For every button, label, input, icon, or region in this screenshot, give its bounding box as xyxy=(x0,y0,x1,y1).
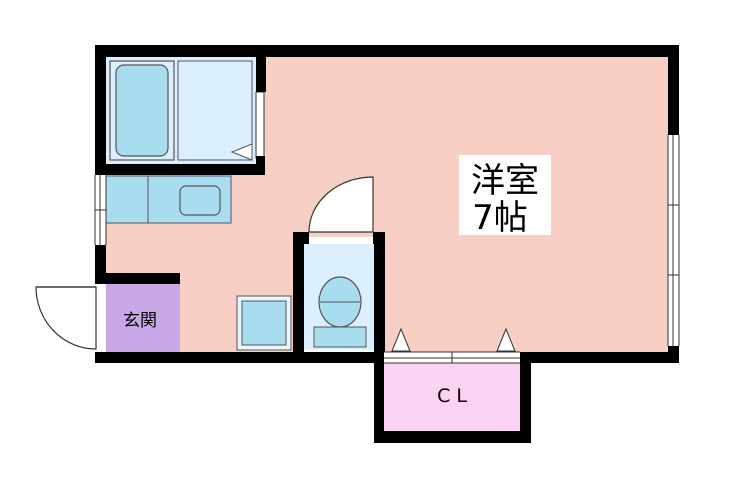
toilet-tank-icon xyxy=(313,326,367,348)
window-left xyxy=(94,175,107,245)
wall-closet-right xyxy=(520,352,531,443)
wall-left-upper xyxy=(95,45,106,175)
room-name-label: 洋室 xyxy=(471,161,539,201)
wall-bottom-right xyxy=(520,352,679,363)
closet-label: CL xyxy=(437,385,473,407)
entrance-door-gap xyxy=(95,284,106,352)
shower-area xyxy=(177,60,253,161)
wall-bath-right-lower xyxy=(256,156,265,175)
wall-top xyxy=(95,45,679,57)
wall-toilet-top-left xyxy=(293,232,309,244)
wall-bath-right xyxy=(256,45,266,92)
bathtub-basin-icon xyxy=(115,64,169,157)
entrance-label: 玄関 xyxy=(123,311,157,331)
wall-closet-left xyxy=(374,352,384,443)
room-label-bg xyxy=(459,155,551,235)
wall-toilet-right xyxy=(374,232,385,363)
wall-entrance-top xyxy=(95,273,180,284)
sink-icon xyxy=(179,185,221,216)
wall-bottom-left xyxy=(95,352,384,363)
room-size-label: 7帖 xyxy=(472,198,528,238)
closet-sliding-doors xyxy=(384,327,520,364)
entrance-door-swing xyxy=(35,286,97,350)
window-right xyxy=(667,135,680,346)
bath-door xyxy=(255,91,265,159)
wall-toilet-left xyxy=(293,232,304,363)
wall-bath-bottom xyxy=(95,164,265,175)
washer-pan-inner xyxy=(241,300,287,346)
wall-right-upper xyxy=(668,45,679,135)
entrance-floor xyxy=(106,284,180,352)
shower-drain-icon xyxy=(230,143,253,161)
wall-closet-bottom xyxy=(374,431,531,443)
toilet-door-swing xyxy=(308,176,374,233)
closet-floor xyxy=(384,363,520,431)
wall-left-mid xyxy=(95,245,106,273)
